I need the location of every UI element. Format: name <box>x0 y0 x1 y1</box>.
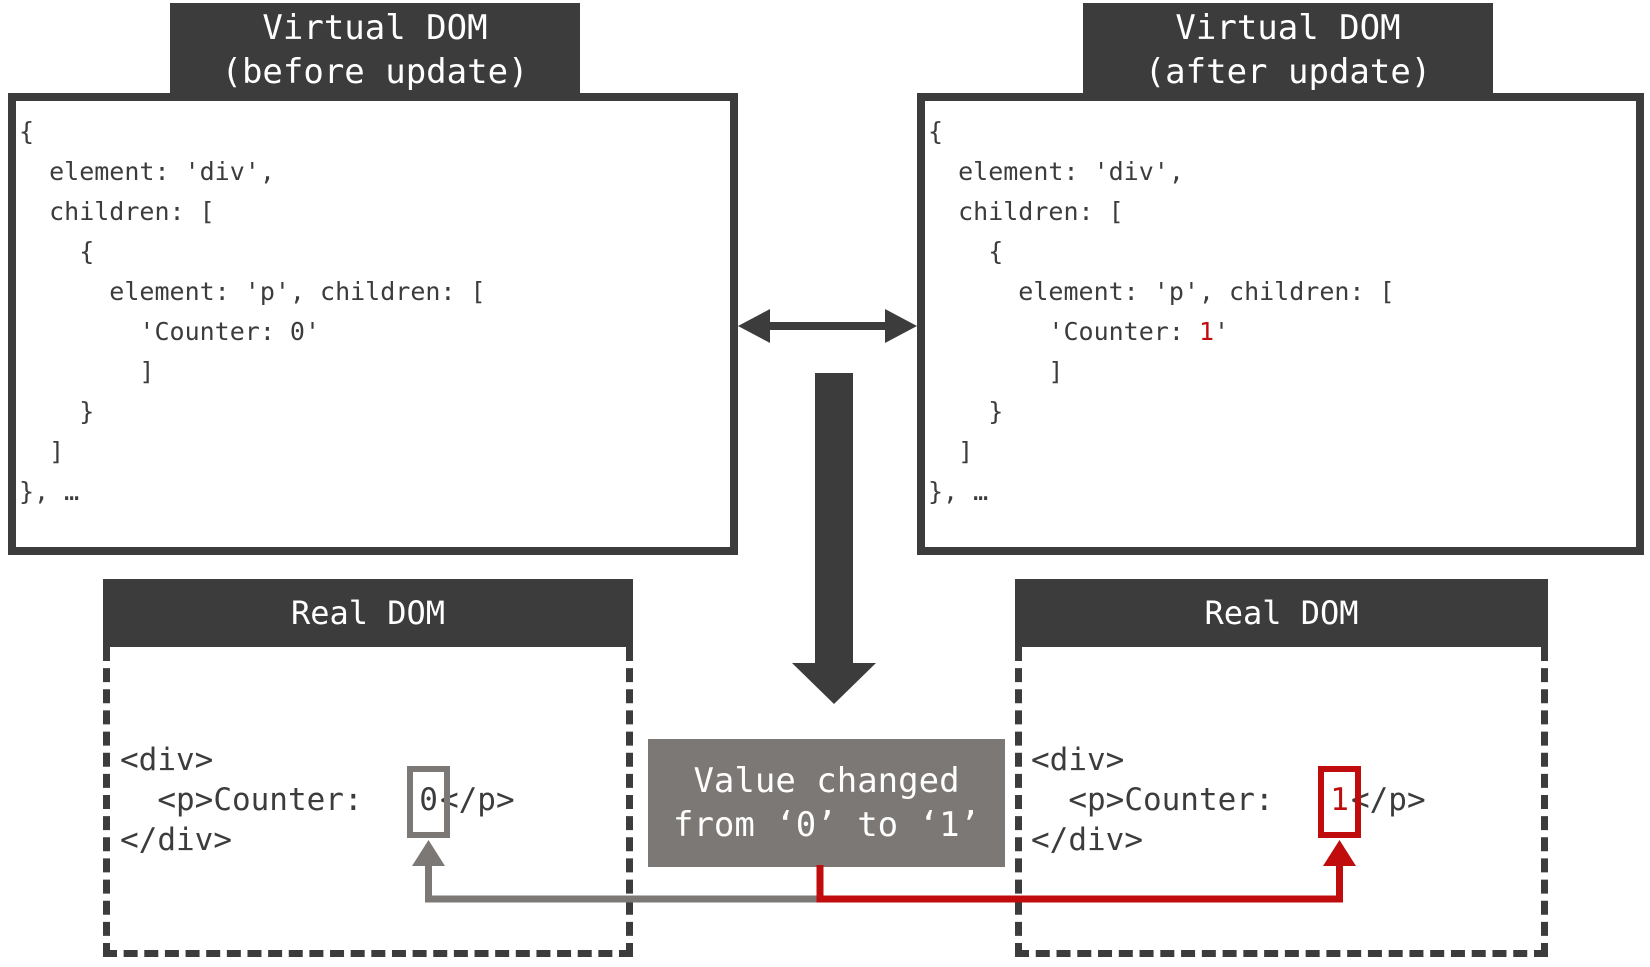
code-line: element: 'div', <box>928 157 1184 186</box>
value-changed-line1: Value changed <box>693 761 960 801</box>
value-changed-note: Value changed from ‘0’ to ‘1’ <box>648 739 1005 867</box>
vdom-after-panel <box>917 93 1644 555</box>
vdom-after-title-line2: (after update) <box>1144 52 1432 92</box>
dom-counter-suffix: </p> <box>439 782 515 818</box>
code-line-counter-after: 'Counter: 1' <box>928 312 1395 352</box>
code-line: children: [ <box>928 197 1124 226</box>
code-line: } <box>19 397 95 426</box>
dom-counter-prefix: <p>Counter: <box>120 782 382 818</box>
code-line-counter-dom-before: <p>Counter: 0</p> <box>120 780 515 820</box>
real-dom-after-code: <div> <p>Counter: 1</p> </div> <box>1031 740 1426 860</box>
vdom-before-title-line2: (before update) <box>221 52 529 92</box>
vdom-before-title-line1: Virtual DOM <box>262 8 488 48</box>
real-dom-before-panel <box>103 647 633 957</box>
code-line: }, … <box>19 477 80 506</box>
real-dom-before-title: Real DOM <box>290 594 446 632</box>
apply-update-arrow-icon <box>792 373 876 704</box>
real-dom-after-title: Real DOM <box>1204 594 1359 632</box>
value-changed-line2: from ‘0’ to ‘1’ <box>672 805 981 845</box>
vdom-after-code: { element: 'div', children: [ { element:… <box>928 112 1395 512</box>
code-line: { <box>19 237 95 266</box>
counter-suffix: ' <box>1214 317 1230 346</box>
code-line: ] <box>19 357 155 386</box>
code-line: </div> <box>120 822 232 858</box>
code-line: { <box>928 237 1004 266</box>
code-line: element: 'div', <box>19 157 275 186</box>
vdom-before-title-tab: Virtual DOM (before update) <box>170 3 580 97</box>
diff-compare-arrow-icon <box>738 309 917 343</box>
vdom-before-code: { element: 'div', children: [ { element:… <box>19 112 486 512</box>
code-line: </div> <box>1031 822 1143 858</box>
code-line: <div> <box>1031 742 1125 778</box>
dom-counter-prefix: <p>Counter: <box>1031 782 1293 818</box>
vdom-after-title-line1: Virtual DOM <box>1175 8 1401 48</box>
dom-counter-new-value: 1 <box>1330 782 1349 818</box>
real-dom-after-panel <box>1015 647 1548 957</box>
new-value-highlight-box <box>1318 766 1361 838</box>
vdom-before-panel <box>8 93 738 555</box>
real-dom-before-header: Real DOM <box>103 579 633 647</box>
real-dom-before-code: <div> <p>Counter: 0</p> </div> <box>120 740 515 860</box>
code-line: element: 'p', children: [ <box>928 277 1395 306</box>
dom-counter-suffix: </p> <box>1350 782 1426 818</box>
counter-new-value: 1 <box>1198 317 1214 346</box>
code-line-counter-dom-after: <p>Counter: 1</p> <box>1031 780 1426 820</box>
vdom-after-title-tab: Virtual DOM (after update) <box>1083 3 1493 97</box>
old-value-highlight-box <box>407 766 450 838</box>
code-line: children: [ <box>19 197 215 226</box>
dom-counter-old-value: 0 <box>419 782 438 818</box>
code-line: element: 'p', children: [ <box>19 277 486 306</box>
code-line: <div> <box>120 742 214 778</box>
code-line: } <box>928 397 1004 426</box>
code-line-counter-before: 'Counter: 0' <box>19 317 321 346</box>
code-line: { <box>19 117 35 146</box>
counter-prefix: 'Counter: <box>928 317 1199 346</box>
code-line: }, … <box>928 477 989 506</box>
code-line: ] <box>19 437 65 466</box>
real-dom-after-header: Real DOM <box>1015 579 1548 647</box>
code-line: ] <box>928 357 1064 386</box>
code-line: ] <box>928 437 974 466</box>
code-line: { <box>928 117 944 146</box>
